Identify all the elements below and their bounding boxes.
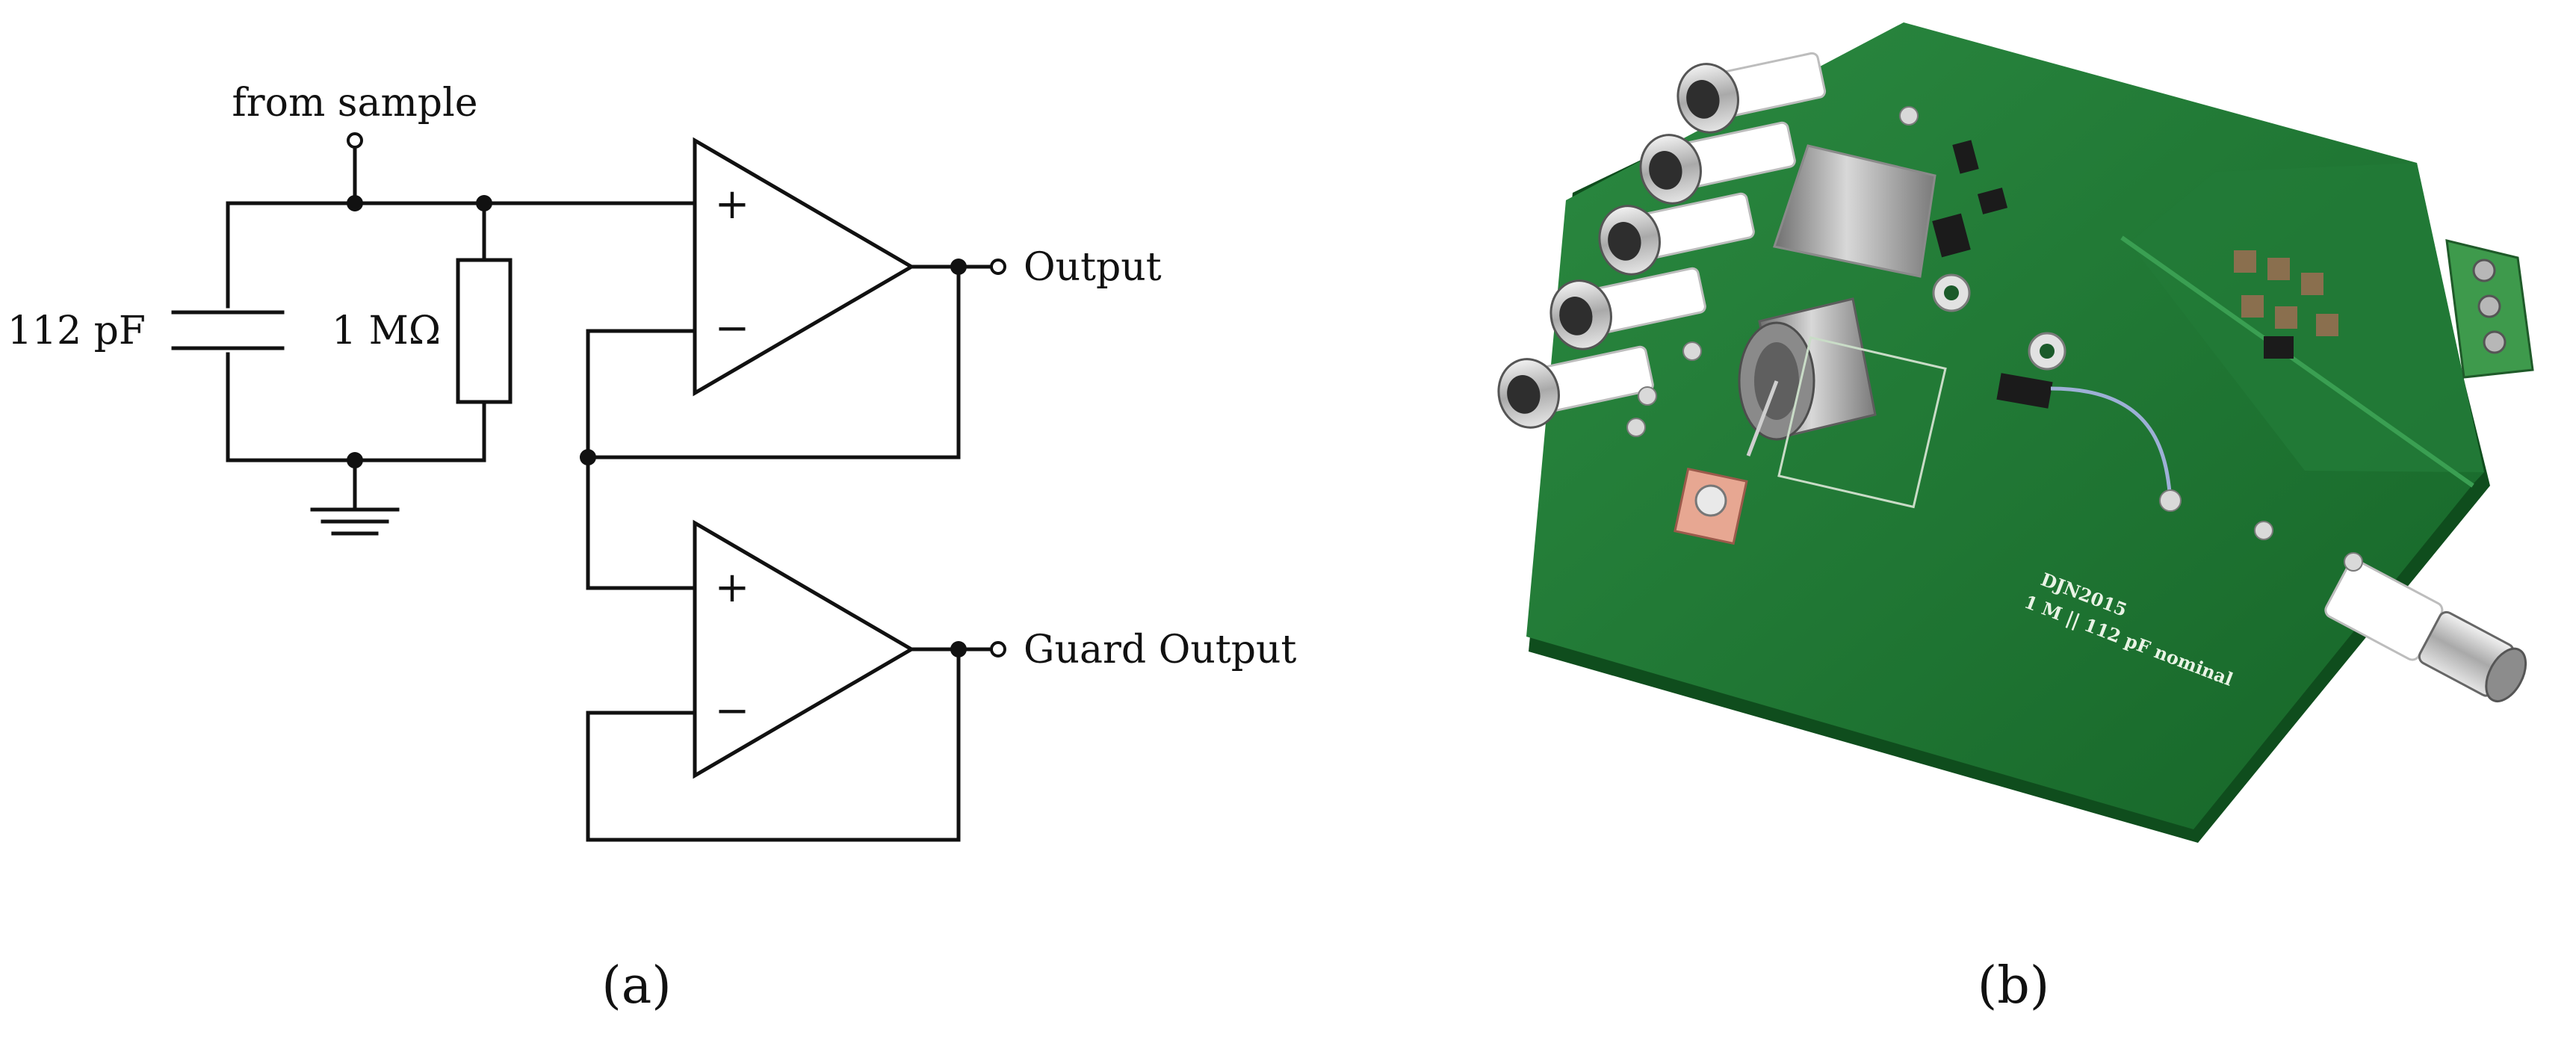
mounting-holes — [1932, 273, 2066, 371]
feedback-output-wire — [586, 264, 961, 460]
caption-b: (b) — [1978, 956, 2050, 1015]
circuit-schematic: from sample 112 pF 1 MΩ + − — [7, 81, 1297, 842]
capacitor-label: 112 pF — [7, 309, 146, 353]
opamp-buffer-plus: + — [715, 180, 750, 229]
junction-input — [347, 195, 363, 211]
opamp-guard-plus: + — [715, 563, 750, 612]
pcb-photo: DJN2015 1 M || 112 pF nominal — [1497, 22, 2534, 843]
pcb-right-section — [2129, 163, 2484, 472]
smd-components — [1932, 140, 2338, 359]
component-outline — [1777, 335, 1947, 509]
guard-output-label: Guard Output — [1024, 628, 1297, 672]
terminal-block — [2445, 239, 2534, 379]
pcb-divider-trace — [2120, 235, 2474, 488]
bnc-connector-output — [2324, 559, 2527, 702]
output-label: Output — [1024, 245, 1162, 290]
trimmer-potentiometer — [1674, 467, 1748, 545]
test-wire — [2050, 386, 2173, 501]
resistor-label: 1 MΩ — [332, 309, 441, 353]
opamp-guard-minus: − — [715, 687, 750, 735]
guard-feedback-wire — [586, 647, 961, 842]
output-terminal — [990, 259, 1006, 275]
caption-a: (a) — [601, 956, 672, 1015]
inverting-feedback-wire — [586, 329, 697, 590]
guard-output-terminal — [990, 641, 1006, 658]
resistor-body — [456, 258, 513, 404]
shield-plate — [1773, 144, 1936, 278]
opamp-guard: + − — [693, 519, 915, 779]
ground-icon — [310, 507, 400, 536]
cylinder-component — [1738, 297, 1877, 457]
opamp-buffer-minus: − — [715, 304, 750, 353]
header-connector — [1996, 373, 2053, 409]
solder-pads — [1626, 106, 2363, 572]
input-terminal — [347, 132, 363, 149]
junction-feedback — [580, 449, 596, 465]
bnc-connectors — [1497, 52, 1827, 429]
input-label: from sample — [232, 81, 478, 126]
opamp-buffer: + − — [693, 137, 915, 397]
